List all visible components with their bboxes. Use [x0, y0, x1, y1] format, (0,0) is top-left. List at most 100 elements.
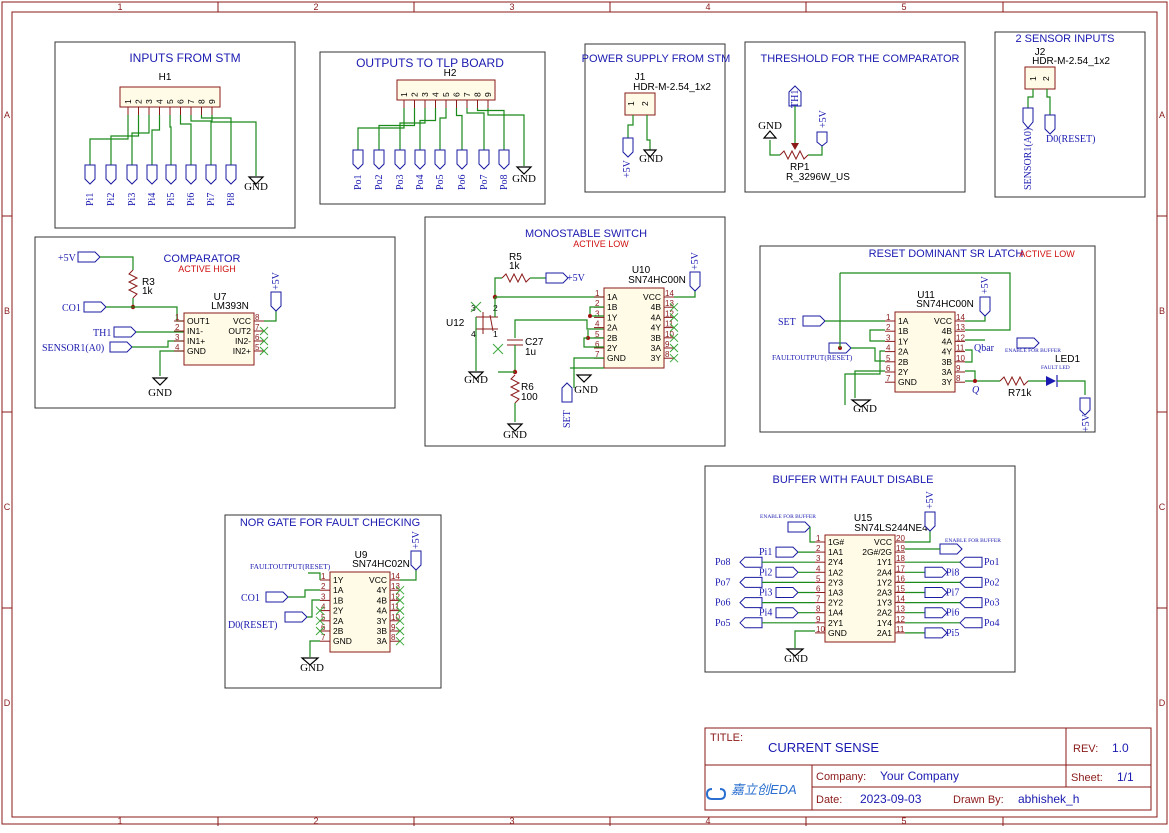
pin-name: 1Y	[898, 336, 909, 346]
net-port	[146, 164, 158, 185]
chip-part: SN74HC02N	[352, 559, 410, 570]
pin-number: 8	[816, 605, 821, 614]
connector-part: HDR-M-2.54_1x2	[633, 82, 711, 93]
pin-number: 4	[886, 344, 891, 353]
pin-number: 1	[626, 101, 636, 106]
buffer-out-label: Po3	[984, 598, 1000, 609]
cap-ref: C27	[525, 337, 544, 348]
q-label: Q	[972, 385, 980, 396]
d0-label: D0(RESET)	[228, 620, 277, 631]
power-supply-block: POWER SUPPLY FROM STM J1 HDR-M-2.54_1x2 …	[582, 43, 731, 193]
no-connect	[315, 616, 325, 626]
block-title: INPUTS FROM STM	[129, 51, 240, 65]
block-title: 2 SENSOR INPUTS	[1015, 33, 1114, 45]
chip-u9	[329, 571, 391, 653]
r6-val: 100	[521, 392, 538, 403]
pin-name: 4A	[377, 606, 388, 616]
frame-labels: 1 2 3 4 5 1 2 3 4 5 A B C D A B C D	[4, 2, 1166, 826]
pin-number: 16	[896, 574, 905, 583]
net-label: Pi3	[127, 193, 138, 206]
enable-label: ENABLE FOR BUFFER	[945, 538, 1001, 544]
pin-name: 1Y	[607, 312, 618, 322]
th1-label: TH1	[790, 90, 801, 108]
net-label: Po5	[435, 174, 446, 190]
wire	[190, 115, 212, 165]
pin-number: 8	[473, 92, 483, 97]
pin-number: 4	[175, 343, 180, 352]
buffer-in-label: Pi5	[946, 628, 959, 639]
pin-number: 14	[896, 595, 905, 604]
no-connect	[395, 636, 405, 646]
res-label: R71k	[1008, 388, 1032, 399]
col-label-bottom: 4	[705, 816, 710, 826]
buffer-in-label: Pi4	[759, 608, 772, 619]
gnd-symbol	[575, 374, 593, 383]
col-label-bottom: 3	[509, 816, 514, 826]
buffer-in-port	[924, 566, 948, 578]
gnd-label: GND	[574, 384, 598, 396]
pin-name: 2B	[898, 357, 909, 367]
pin-number: 4	[816, 564, 821, 573]
logo-text: 嘉立创EDA	[731, 782, 797, 797]
enable-label: ENABLE FOR BUFFER	[760, 514, 816, 520]
rev-value: 1.0	[1112, 741, 1129, 755]
vcc-label: +5V	[271, 271, 282, 290]
pin-number: 12	[956, 333, 965, 342]
pin-name: 2Y3	[828, 577, 843, 587]
switch-u12	[476, 312, 498, 334]
pin-number: 13	[391, 582, 400, 591]
pin-number: 7	[321, 633, 326, 642]
pin-number: 2	[1041, 76, 1051, 81]
pin-number: 6	[886, 364, 891, 373]
net-label: Pi1	[85, 193, 96, 206]
row-label-right: B	[1159, 306, 1165, 316]
threshold-block: THRESHOLD FOR THE COMPARATOR TH1 GND +5V…	[744, 41, 966, 193]
sensor-label: SENSOR1(A0)	[42, 343, 104, 354]
pin-number: 9	[816, 615, 821, 624]
chip-ref: U10	[632, 265, 651, 276]
pin-name: 2A3	[877, 588, 892, 598]
buffer-out-label: Po1	[984, 557, 1000, 568]
pin-name: IN2+	[233, 346, 251, 356]
pin-name: 4B	[942, 326, 953, 336]
pin-name: 1A3	[828, 588, 843, 598]
vcc-port	[924, 511, 936, 532]
buffer-out-label: Po5	[715, 618, 731, 629]
pin-number: 1	[886, 313, 891, 322]
chip-ref: U15	[854, 513, 873, 524]
d0-port	[1044, 114, 1056, 135]
pin-number: 8	[956, 374, 961, 383]
pin-name: 3B	[942, 357, 953, 367]
pin-name: 1Y2	[877, 577, 892, 587]
vcc-label: +5V	[58, 253, 77, 264]
buffer-out-port	[959, 556, 983, 568]
gnd-symbol	[642, 149, 658, 158]
nor-gate-block: NOR GATE FOR FAULT CHECKING U9 SN74HC02N…	[224, 514, 442, 689]
buffer-in-label: Pi7	[946, 588, 959, 599]
pin-name: VCC	[233, 316, 251, 326]
pin-number: 8	[255, 313, 260, 322]
net-label: Po8	[499, 174, 510, 190]
pin-name: 2A2	[877, 608, 892, 618]
pin-number: 12	[896, 615, 905, 624]
buffer-out-port	[739, 576, 763, 588]
block-subtitle: ACTIVE LOW	[573, 239, 629, 249]
pin-name: 1Y4	[877, 618, 892, 628]
header-ref: H2	[444, 68, 457, 79]
pin-name: 4A	[651, 312, 662, 322]
r6-ref: R6	[521, 382, 534, 393]
pin-number: 3	[420, 92, 430, 97]
buffer-in-port	[775, 587, 799, 598]
block-title: POWER SUPPLY FROM STM	[582, 53, 731, 65]
row-label-left: D	[4, 698, 11, 708]
buffer-out-label: Po4	[984, 618, 1000, 629]
wire	[476, 108, 505, 150]
col-label-top: 3	[509, 2, 514, 12]
pin-number: 3	[144, 99, 154, 104]
buffer-in-port	[924, 587, 948, 598]
wire	[466, 108, 485, 150]
block-title: BUFFER WITH FAULT DISABLE	[773, 474, 934, 486]
